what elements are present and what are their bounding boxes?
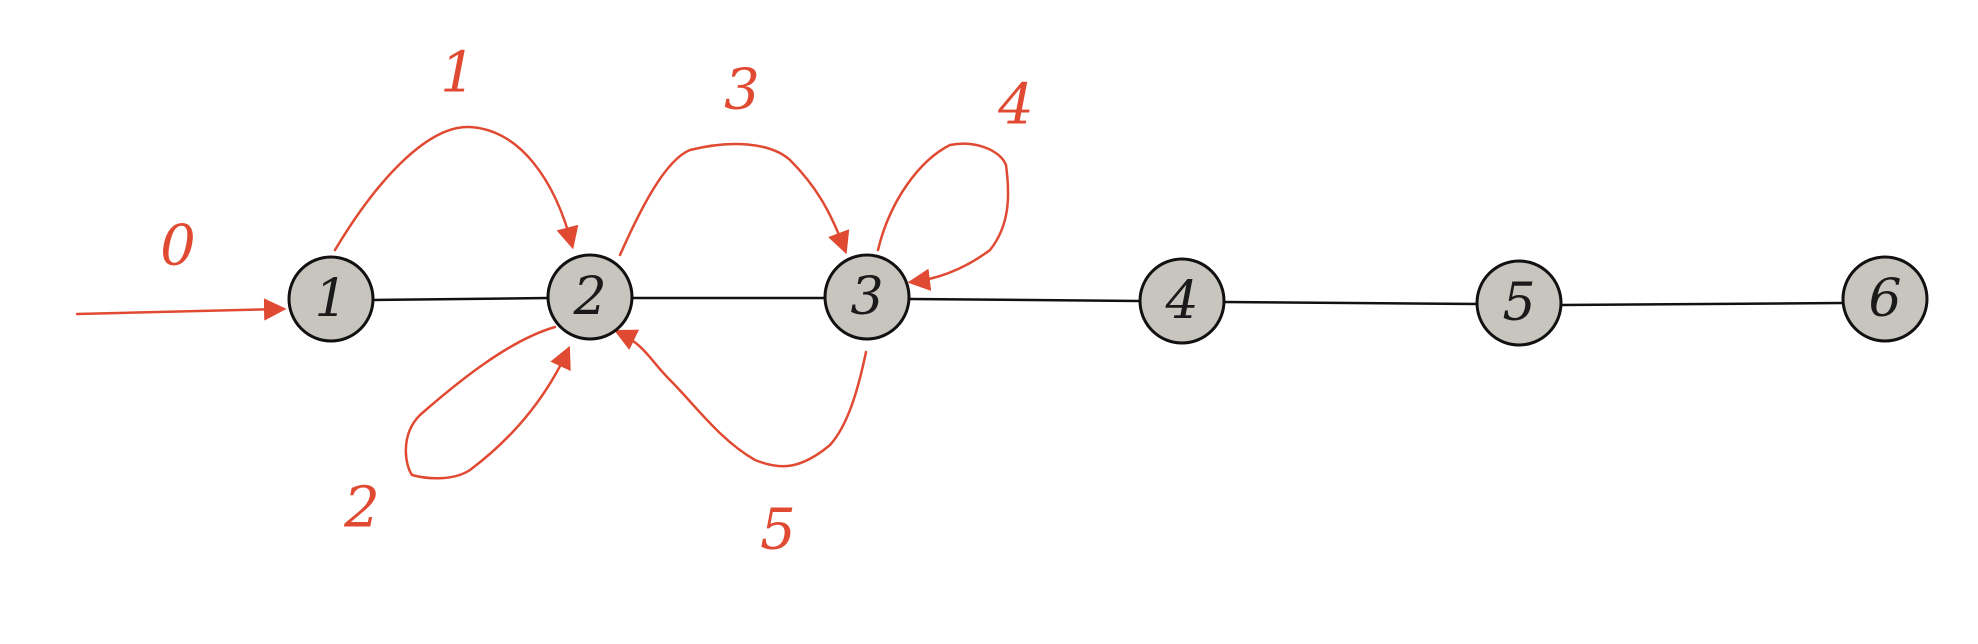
- edge-3-4: [909, 297, 1141, 303]
- step-arrow-1: [333, 125, 579, 252]
- node-1: 1: [287, 255, 375, 343]
- step-label-0: 0: [160, 214, 196, 279]
- step-label-3: 3: [724, 58, 760, 123]
- step-arrow-3: [618, 142, 850, 257]
- graph-nodes: 1 2 3 4 5 6: [287, 253, 1929, 347]
- node-3: 3: [823, 253, 911, 341]
- edge-1-2: [371, 296, 549, 302]
- node-6-circle: [1841, 255, 1929, 343]
- edge-4-5: [1223, 300, 1478, 306]
- step-arrow-2: [404, 325, 571, 480]
- node-5: 5: [1475, 259, 1563, 347]
- node-1-label: 1: [314, 269, 347, 329]
- step-label-1: 1: [440, 41, 476, 106]
- node-3-circle: [823, 253, 911, 341]
- node-5-circle: [1475, 259, 1563, 347]
- node-4: 4: [1138, 257, 1226, 345]
- node-2: 2: [546, 253, 634, 341]
- step-arrows: [75, 125, 1010, 480]
- step-arrow-5: [613, 329, 868, 468]
- node-1-circle: [287, 255, 375, 343]
- node-6: 6: [1841, 255, 1929, 343]
- step-label-5: 5: [760, 498, 796, 563]
- step-label-2: 2: [343, 476, 380, 541]
- node-2-label: 2: [572, 267, 606, 327]
- graph-edges: [371, 296, 1844, 307]
- step-label-4: 4: [997, 73, 1034, 138]
- node-5-label: 5: [1502, 273, 1535, 333]
- node-2-circle: [546, 253, 634, 341]
- step-arrow-0: [75, 298, 287, 321]
- node-6-label: 6: [1868, 269, 1901, 329]
- step-arrow-4: [876, 142, 1010, 291]
- edge-5-6: [1560, 301, 1844, 307]
- node-4-label: 4: [1164, 271, 1198, 331]
- node-4-circle: [1138, 257, 1226, 345]
- step-labels: 0 1 2 3 4 5: [160, 41, 1034, 563]
- node-3-label: 3: [850, 267, 883, 327]
